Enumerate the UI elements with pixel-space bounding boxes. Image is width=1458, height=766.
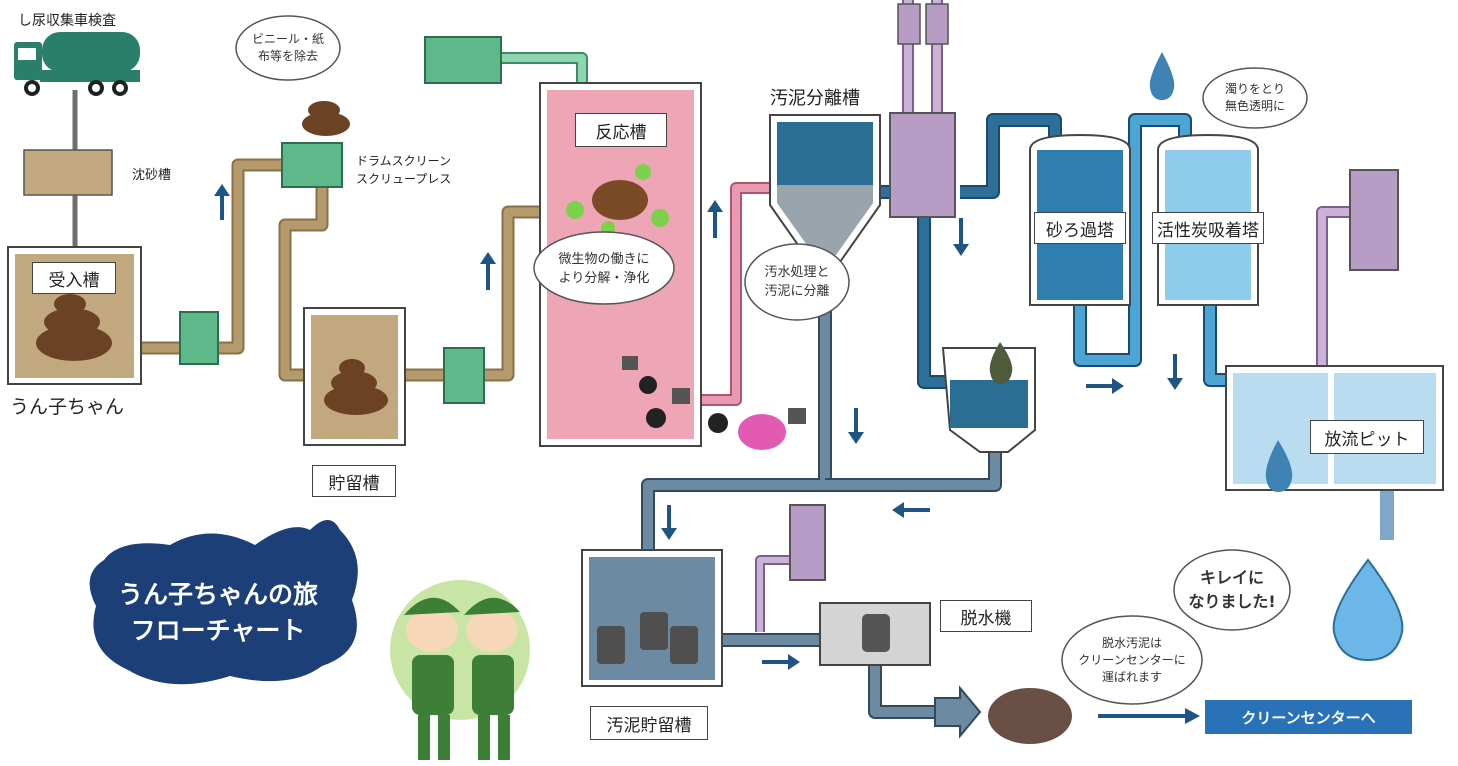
separation-tank-label: 汚泥分離槽	[770, 88, 860, 109]
carbon-tower	[1157, 133, 1259, 306]
bubble-separate: 汚水処理と 汚泥に分離	[750, 260, 844, 304]
bubble-separate-line1: 汚水処理と	[764, 265, 830, 280]
dewatering-machine	[819, 602, 931, 666]
bubble-microbe-line2: より分解・浄化	[558, 271, 650, 286]
bubble-sludge-line1: 脱水汚泥は	[1101, 635, 1162, 650]
blower-box	[424, 36, 502, 84]
bubble-clear-line2: 無色透明に	[1224, 99, 1285, 113]
poop-storage-icon	[324, 359, 388, 415]
drum-screen-box	[281, 142, 343, 188]
pipe-dewater-out	[868, 665, 940, 719]
bubble-sludge-line2: クリーンセンターに	[1078, 652, 1186, 667]
bubble-clean-line2: なりました!	[1188, 592, 1276, 611]
pump-2	[443, 347, 485, 404]
lilac-unit-top	[889, 112, 956, 218]
grit-chamber-box	[23, 149, 113, 196]
pipe-pit-lilac	[1316, 206, 1350, 365]
bubble-vinyl-line1: ビニール・紙	[251, 32, 324, 46]
outlet-arrow	[934, 685, 982, 739]
drum-screen-label-1: ドラムスクリーン	[356, 154, 452, 168]
grit-chamber-label: 沈砂槽	[132, 168, 172, 183]
title-line1: うん子ちゃんの旅	[117, 580, 318, 609]
flow-arrows	[214, 184, 1183, 670]
workers-icon	[390, 580, 530, 760]
flowchart-title: うん子ちゃんの旅 フローチャート	[88, 558, 348, 668]
carbon-tower-label: 活性炭吸着塔	[1152, 212, 1264, 244]
dewatering-label: 脱水機	[940, 600, 1032, 632]
bubble-clean: キレイに なりました!	[1182, 562, 1282, 618]
character-name-label: うん子ちゃん	[10, 396, 125, 418]
discharge-pit-label: 放流ピット	[1310, 420, 1424, 454]
big-droplet-icon	[1332, 558, 1404, 662]
lilac-unit-right	[1349, 169, 1399, 271]
droplet-icons	[989, 52, 1293, 492]
separation-tank	[769, 114, 881, 263]
sludge-blocks-icon	[597, 612, 698, 664]
bubble-vinyl-line2: 布等を除去	[257, 49, 318, 63]
poop-character-icon	[36, 294, 112, 361]
bubble-separate-line2: 汚泥に分離	[764, 284, 830, 299]
mixing-tank	[941, 347, 1036, 453]
bubble-microbe: 微生物の働きに より分解・浄化	[540, 248, 668, 290]
receiving-tank-label: 受入槽	[32, 262, 116, 294]
sludge-cake-icon	[988, 688, 1072, 744]
truck-icon	[14, 32, 140, 96]
bubble-clear: 濁りをとり 無色透明に	[1210, 76, 1300, 120]
title-blob	[89, 520, 358, 685]
speech-bubbles	[235, 15, 1308, 705]
drum-screen-label-2: スクリュープレス	[356, 172, 452, 186]
bubble-sludge: 脱水汚泥は クリーンセンターに 運ばれます	[1066, 628, 1198, 692]
bacteria-icons	[622, 356, 806, 450]
truck-label: し尿収集車検査	[18, 13, 116, 29]
bubble-microbe-line1: 微生物の働きに	[558, 252, 650, 267]
poop-drum-icon	[302, 101, 350, 136]
destination-label: クリーンセンターへ	[1205, 700, 1412, 734]
sand-filter-label: 砂ろ過塔	[1034, 212, 1126, 244]
bubble-clear-line1: 濁りをとり	[1224, 82, 1285, 96]
title-line2: フローチャート	[130, 616, 306, 645]
bubble-sludge-line3: 運ばれます	[1101, 669, 1162, 684]
pump-1	[179, 311, 219, 365]
bubble-vinyl: ビニール・紙 布等を除去	[240, 24, 336, 72]
bubble-clean-line1: キレイに	[1199, 568, 1264, 587]
lilac-unit-dewater	[789, 504, 826, 581]
sludge-storage-label: 汚泥貯留槽	[590, 706, 708, 740]
reaction-tank-label: 反応槽	[575, 113, 667, 147]
storage-tank-label: 貯留槽	[312, 465, 396, 497]
